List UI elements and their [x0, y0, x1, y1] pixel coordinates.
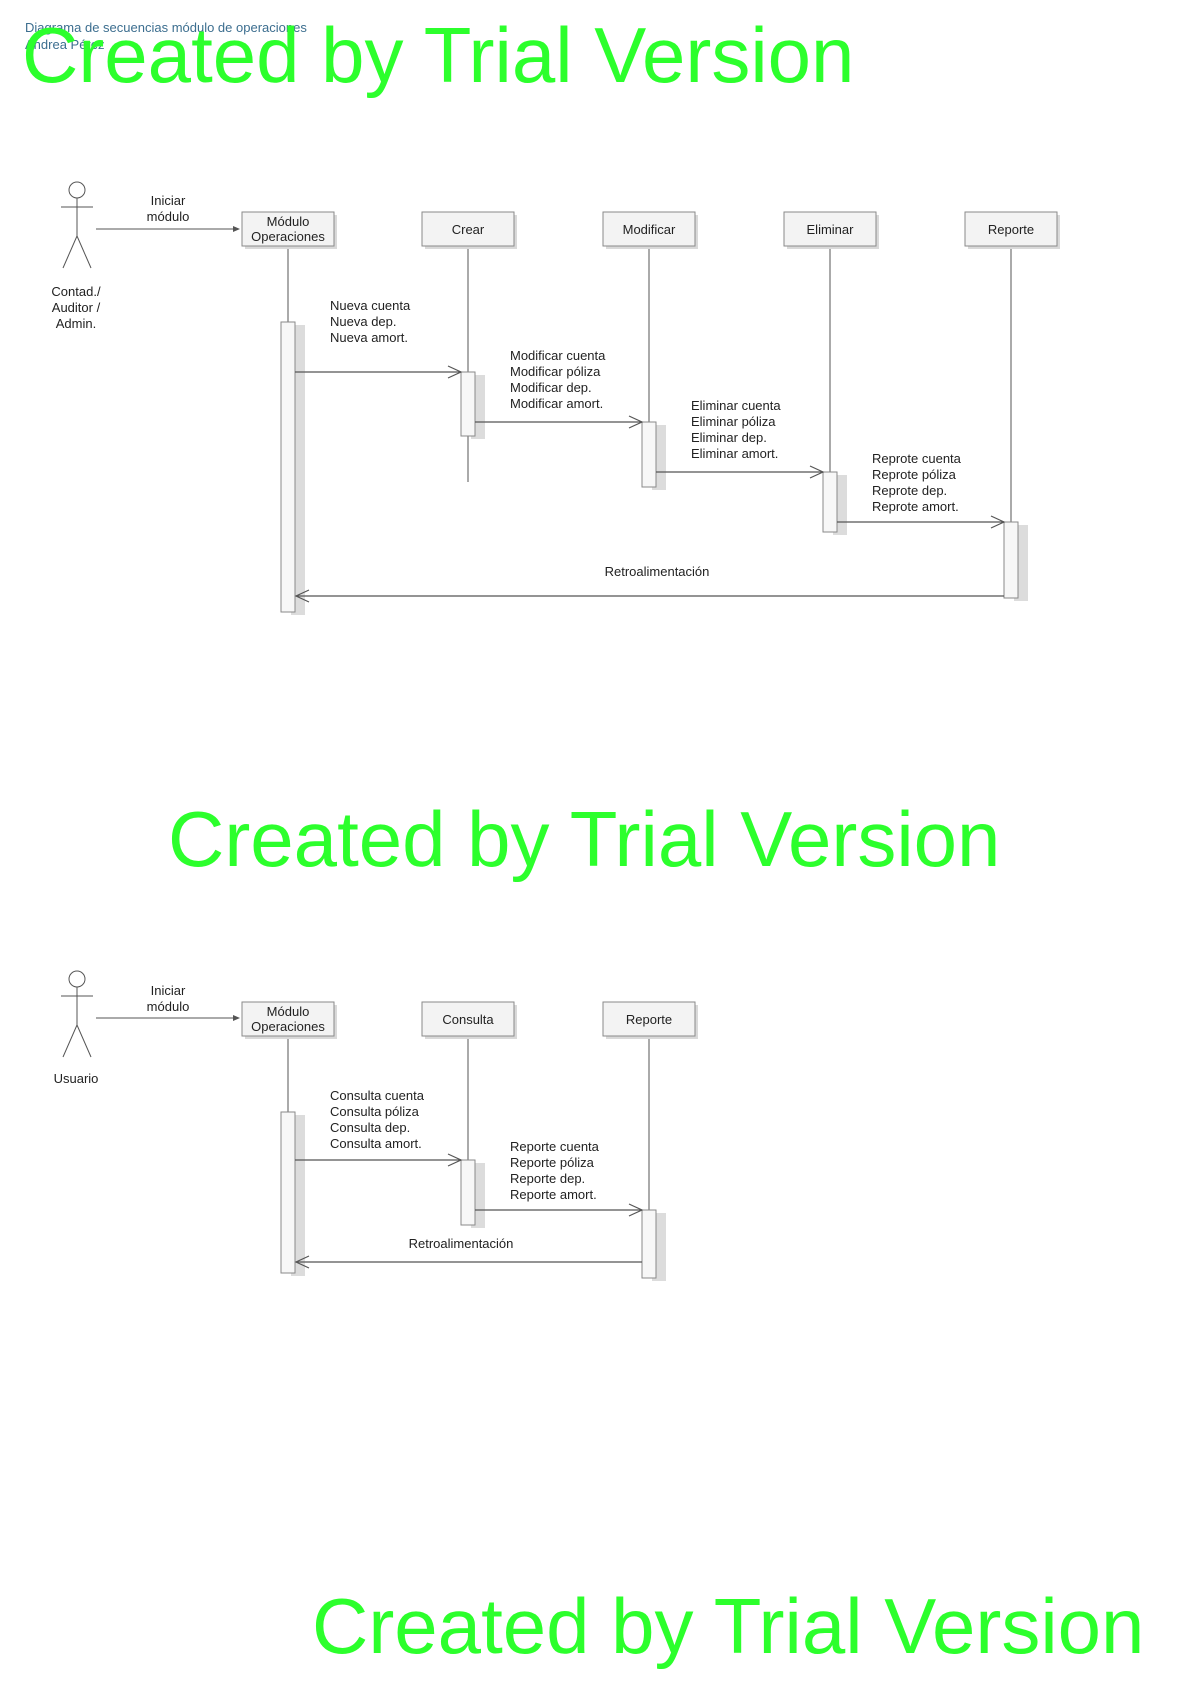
arrowhead [233, 1015, 240, 1021]
actor1-label: Admin. [56, 316, 96, 331]
arrowhead [628, 415, 644, 429]
arrowhead [447, 365, 463, 379]
arrowhead [233, 226, 240, 232]
lifeline1-1-box [421, 211, 515, 247]
lifeline1-1-label: Crear [452, 222, 485, 237]
lifeline2-2-label: Reporte [626, 1012, 672, 1027]
message1-0-label: Nueva dep. [330, 314, 397, 329]
message1-2-label: Eliminar amort. [691, 446, 778, 461]
arrowhead [990, 515, 1006, 529]
entry-message-1-label: Iniciar [151, 193, 186, 208]
diagram-author: Andrea Pérez [25, 37, 105, 52]
message1-3-label: Reprote cuenta [872, 451, 962, 466]
message1-2-label: Eliminar póliza [691, 414, 776, 429]
actor2-label: Usuario [54, 1071, 99, 1086]
arrowhead [809, 465, 825, 479]
actor1-label: Auditor / [52, 300, 101, 315]
lifeline2-0-label: Módulo [267, 1004, 310, 1019]
entry-message-1-label: módulo [147, 209, 190, 224]
actor2-head [68, 970, 86, 988]
diagram-title: Diagrama de secuencias módulo de operaci… [25, 20, 307, 35]
message2-0-label: Consulta amort. [330, 1136, 422, 1151]
message1-1-label: Modificar póliza [510, 364, 601, 379]
message1-3-label: Reprote amort. [872, 499, 959, 514]
message1-3-label: Reprote dep. [872, 483, 947, 498]
actor2-leg-right [76, 1024, 92, 1058]
message2-0-label: Consulta cuenta [330, 1088, 425, 1103]
lifeline1-0-label: Operaciones [251, 229, 325, 244]
lifeline2-1-box [421, 1001, 515, 1037]
actor1-label: Contad./ [51, 284, 101, 299]
message1-3-label: Reprote póliza [872, 467, 957, 482]
activation1-0 [280, 321, 296, 613]
watermark-middle: Created by Trial Version [168, 795, 1001, 883]
activation2-0 [280, 1111, 296, 1274]
message2-1-label: Reporte dep. [510, 1171, 585, 1186]
message2-0-label: Consulta póliza [330, 1104, 420, 1119]
arrowhead [628, 1203, 644, 1217]
activation1-1 [460, 371, 476, 437]
lifeline1-2-label: Modificar [623, 222, 676, 237]
entry-message-2-label: Iniciar [151, 983, 186, 998]
activation1-3 [822, 471, 838, 533]
lifeline1-0-box [241, 211, 335, 247]
message2-1-label: Reporte amort. [510, 1187, 597, 1202]
lifeline2-0-box [241, 1001, 335, 1037]
message1-0-label: Nueva cuenta [330, 298, 411, 313]
message1-1-label: Modificar cuenta [510, 348, 606, 363]
lifeline1-3-box [783, 211, 877, 247]
actor1-leg-right [76, 235, 92, 269]
actor1-head [68, 181, 86, 199]
arrowhead [294, 589, 310, 603]
message1-0-label: Nueva amort. [330, 330, 408, 345]
actor1-leg-left [62, 235, 78, 269]
lifeline1-4-box [964, 211, 1058, 247]
return-message-1-label: Retroalimentación [605, 564, 710, 579]
lifeline1-3-label: Eliminar [807, 222, 855, 237]
lifeline2-2-box [602, 1001, 696, 1037]
activation2-2 [641, 1209, 657, 1279]
activation2-1 [460, 1159, 476, 1226]
message1-1-label: Modificar dep. [510, 380, 592, 395]
lifeline2-1-label: Consulta [442, 1012, 494, 1027]
lifeline1-0-label: Módulo [267, 214, 310, 229]
message2-0-label: Consulta dep. [330, 1120, 410, 1135]
return-message-2-label: Retroalimentación [409, 1236, 514, 1251]
lifeline2-0-label: Operaciones [251, 1019, 325, 1034]
lifeline1-4-label: Reporte [988, 222, 1034, 237]
message1-1-label: Modificar amort. [510, 396, 603, 411]
arrowhead [294, 1255, 310, 1269]
lifeline1-2-box [602, 211, 696, 247]
message1-2-label: Eliminar cuenta [691, 398, 781, 413]
entry-message-2-label: módulo [147, 999, 190, 1014]
actor2-leg-left [62, 1024, 78, 1058]
message1-2-label: Eliminar dep. [691, 430, 767, 445]
arrowhead [447, 1153, 463, 1167]
message2-1-label: Reporte cuenta [510, 1139, 600, 1154]
watermark-bottom: Created by Trial Version [312, 1582, 1145, 1670]
message2-1-label: Reporte póliza [510, 1155, 595, 1170]
activation1-2 [641, 421, 657, 488]
watermark-top: Created by Trial Version [22, 11, 855, 99]
activation1-4 [1003, 521, 1019, 599]
